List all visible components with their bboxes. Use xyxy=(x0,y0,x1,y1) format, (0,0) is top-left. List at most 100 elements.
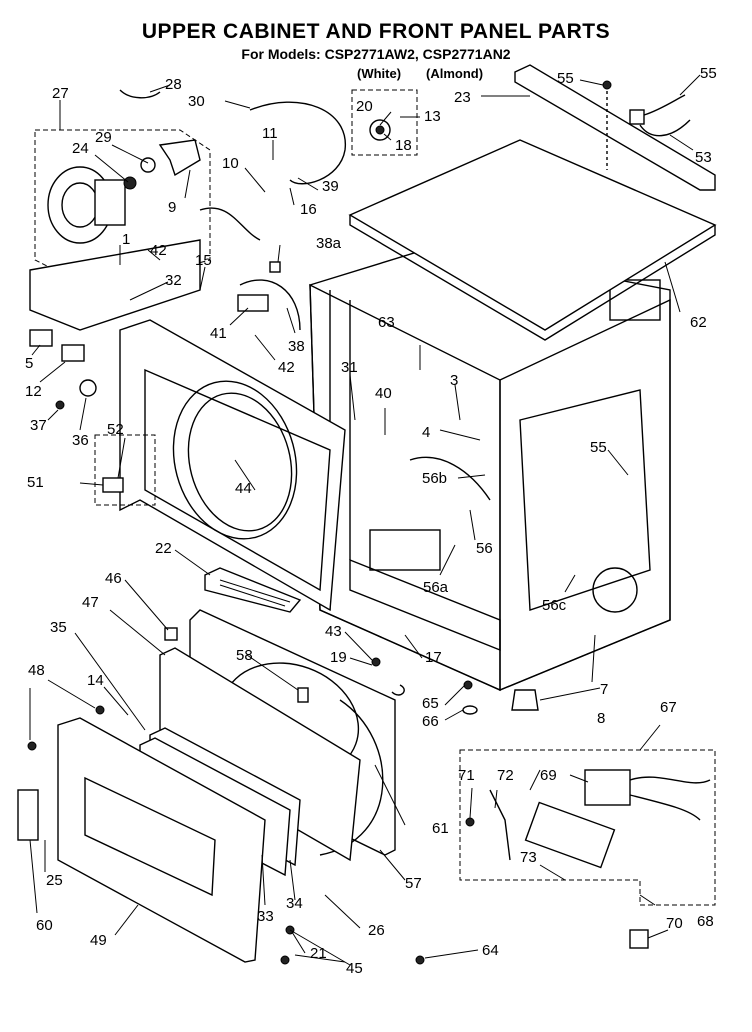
callout-35: 35 xyxy=(50,619,67,636)
door-catch-group xyxy=(94,434,156,506)
callout-60: 60 xyxy=(36,917,53,934)
callout-16: 16 xyxy=(300,201,317,218)
callout-7: 7 xyxy=(600,681,608,698)
callout-3: 3 xyxy=(450,372,458,389)
door-catch-part xyxy=(102,477,124,493)
screw-14-part xyxy=(95,705,105,715)
washer-36-part xyxy=(79,379,97,397)
callout-44: 44 xyxy=(235,480,252,497)
callout-47: 47 xyxy=(82,594,99,611)
callout-24: 24 xyxy=(72,140,89,157)
callout-37: 37 xyxy=(30,417,47,434)
callout-56a: 56a xyxy=(423,579,449,596)
screw-37-part xyxy=(55,400,65,410)
callout-41: 41 xyxy=(210,325,227,342)
callout-62: 62 xyxy=(690,314,707,331)
connector-38a-part xyxy=(269,261,281,273)
callout-14: 14 xyxy=(87,672,104,689)
callout-32: 32 xyxy=(165,272,182,289)
callout-33: 33 xyxy=(257,908,274,925)
callout-70: 70 xyxy=(666,915,683,932)
callout-19: 19 xyxy=(330,649,347,666)
door-handle-part xyxy=(17,789,39,841)
callout-72: 72 xyxy=(497,767,514,784)
callout-22: 22 xyxy=(155,540,172,557)
variant-almond-label: (Almond) xyxy=(426,66,484,81)
top-rear-bracket-part xyxy=(514,64,716,191)
callout-69: 69 xyxy=(540,767,557,784)
bracket-70-part xyxy=(629,929,649,949)
callout-15: 15 xyxy=(195,252,212,269)
callout-36: 36 xyxy=(72,432,89,449)
callout-31: 31 xyxy=(341,359,358,376)
callout-57: 57 xyxy=(405,875,422,892)
gas-valve-group xyxy=(459,749,716,906)
strike-46-part xyxy=(164,627,178,641)
door-outer-part xyxy=(57,717,266,963)
callout-29: 29 xyxy=(95,129,112,146)
callout-45: 45 xyxy=(346,960,363,977)
screw-48-part xyxy=(27,741,37,751)
callout-49: 49 xyxy=(90,932,107,949)
gas-valve-part xyxy=(465,769,711,869)
screw-45-part xyxy=(280,955,290,965)
callout-39: 39 xyxy=(322,178,339,195)
callout-28: 28 xyxy=(165,76,182,93)
callout-25: 25 xyxy=(46,872,63,889)
ground-wire-part xyxy=(119,89,161,99)
callout-61: 61 xyxy=(432,820,449,837)
callout-56b: 56b xyxy=(422,470,447,487)
models-subtitle: For Models: CSP2771AW2, CSP2771AN2 xyxy=(241,46,511,62)
callout-66: 66 xyxy=(422,713,439,730)
callout-56: 56 xyxy=(476,540,493,557)
callout-53: 53 xyxy=(695,149,712,166)
callout-65: 65 xyxy=(422,695,439,712)
wire-harness-part xyxy=(199,207,301,331)
callout-4: 4 xyxy=(422,424,430,441)
callout-68: 68 xyxy=(697,913,714,930)
idler-pulley-group xyxy=(351,89,418,156)
diagram-title: UPPER CABINET AND FRONT PANEL PARTS xyxy=(141,20,611,43)
callout-73: 73 xyxy=(520,849,537,866)
callout-42-left: 42 xyxy=(150,242,167,259)
switch-part xyxy=(29,329,53,347)
callout-40: 40 xyxy=(375,385,392,402)
callout-51: 51 xyxy=(27,474,44,491)
drum-belt-part xyxy=(249,101,346,185)
callout-52: 52 xyxy=(107,421,124,438)
callout-58: 58 xyxy=(236,647,253,664)
callout-11: 11 xyxy=(262,125,278,142)
callout-38: 38 xyxy=(288,338,305,355)
callout-21: 21 xyxy=(310,945,327,962)
callout-18: 18 xyxy=(395,137,412,154)
callout-55-inner: 55 xyxy=(590,439,607,456)
callout-38a: 38a xyxy=(316,235,342,252)
callout-67: 67 xyxy=(660,699,677,716)
front-panel-part xyxy=(119,319,346,612)
callout-5: 5 xyxy=(25,355,33,372)
hinge-58-part xyxy=(297,687,309,703)
leader-lines xyxy=(29,74,701,966)
callout-56c: 56c xyxy=(542,597,567,614)
callout-10: 10 xyxy=(222,155,239,172)
switch-12-part xyxy=(61,344,85,362)
callout-27: 27 xyxy=(52,85,69,102)
screw-43-part xyxy=(371,657,381,667)
washer-66-part xyxy=(462,705,478,715)
callout-17: 17 xyxy=(425,649,442,666)
screw-65-part xyxy=(463,680,473,690)
wire-harness-53-part xyxy=(629,94,691,137)
callout-71: 71 xyxy=(458,767,475,784)
clip-19-part xyxy=(391,684,405,696)
screw-64-part xyxy=(415,955,425,965)
callout-9: 9 xyxy=(168,199,176,216)
callout-63: 63 xyxy=(378,314,395,331)
leg-8-part xyxy=(511,689,539,711)
callout-20: 20 xyxy=(356,98,373,115)
callout-42-center: 42 xyxy=(278,359,295,376)
callout-13: 13 xyxy=(424,108,441,125)
motor-mount-bracket-part xyxy=(29,239,201,331)
callout-8: 8 xyxy=(597,710,605,727)
callout-34: 34 xyxy=(286,895,303,912)
